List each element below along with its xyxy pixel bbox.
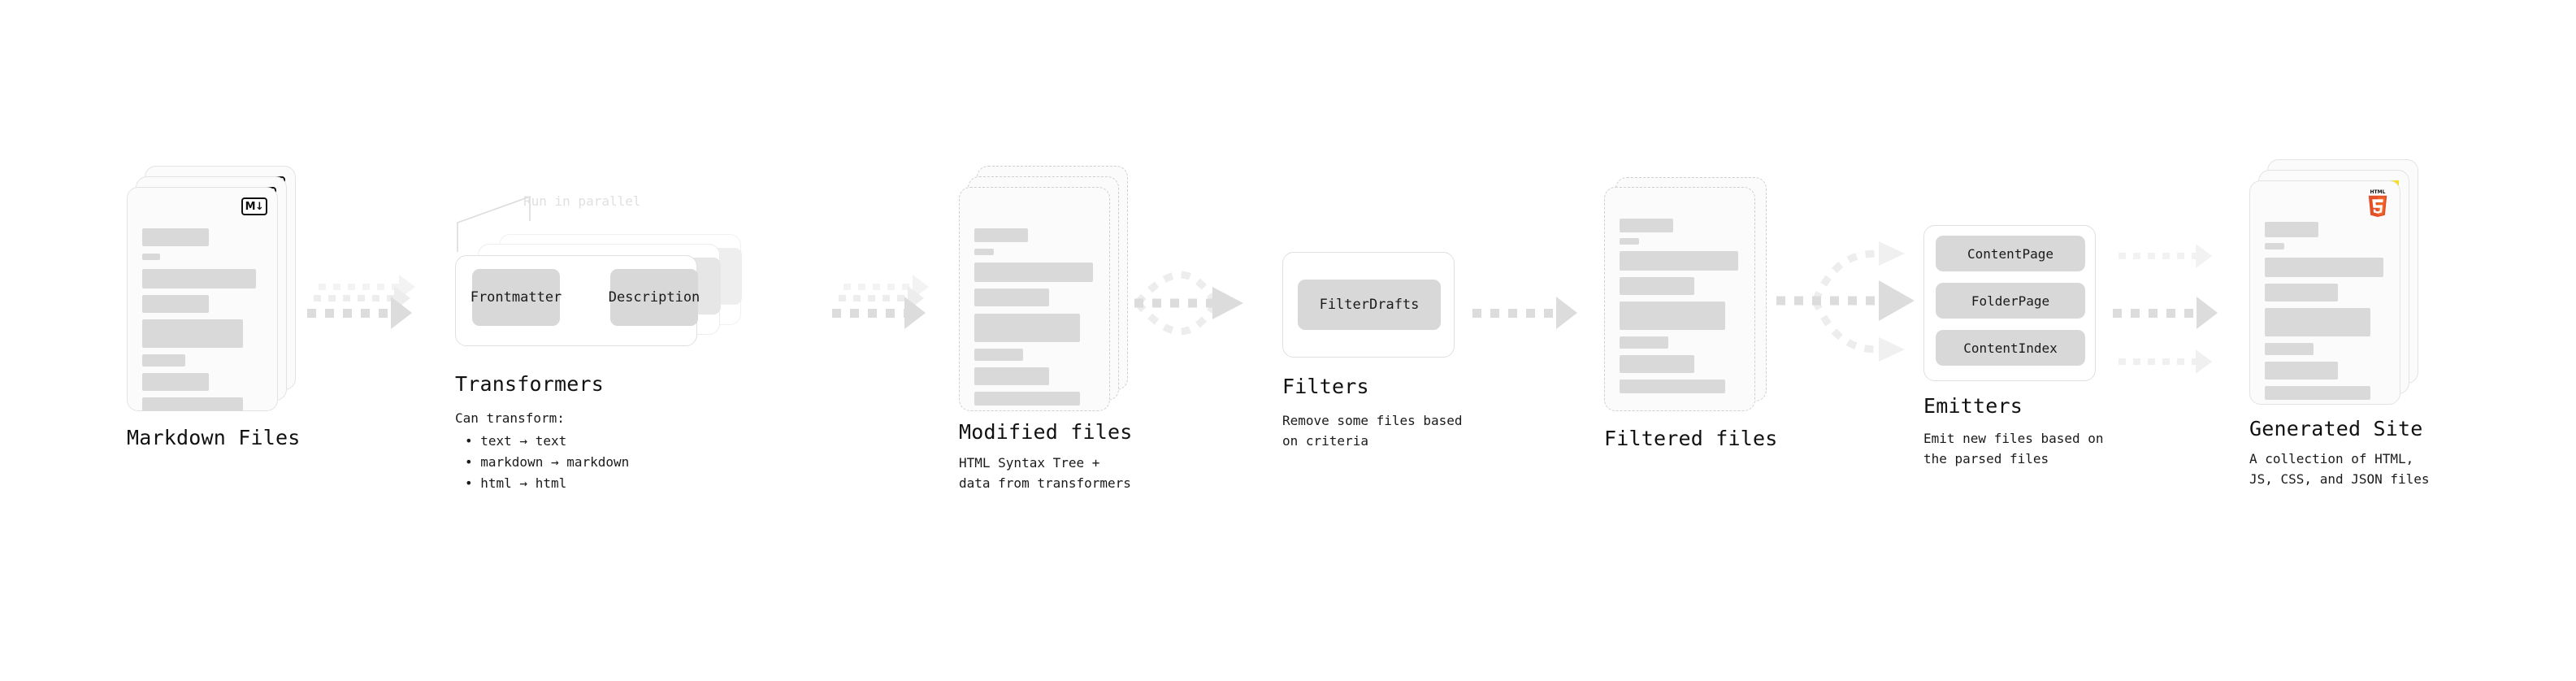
html5-badge-slot: HTML <box>2366 188 2390 220</box>
stage-subtitle-emitters: Emit new files based on the parsed files <box>1923 431 2104 466</box>
svg-text:HTML: HTML <box>2370 189 2386 195</box>
stage-subtitle-transformers: Can transform: <box>455 410 565 426</box>
skeleton-bar <box>974 249 994 255</box>
parallel-label: Run in parallel <box>523 193 641 209</box>
skeleton-bar <box>1620 238 1639 245</box>
parallel-bracket <box>457 195 531 252</box>
skeleton-bar <box>974 349 1023 361</box>
skeleton-bar <box>974 228 1028 242</box>
html5-icon: HTML <box>2368 189 2387 217</box>
transformer-capability-3: • html → html <box>465 475 567 491</box>
generated-site-stack: CSS HTML <box>2249 159 2418 405</box>
stage-subtitle-modified-files: HTML Syntax Tree + data from transformer… <box>959 455 1131 491</box>
skeleton-bar <box>2265 243 2284 249</box>
stage-subtitle-generated-site: A collection of HTML, JS, CSS, and JSON … <box>2249 451 2430 487</box>
emitters-box[interactable]: ContentPage FolderPage ContentIndex <box>1923 225 2096 381</box>
transformer-capability-1: • text → text <box>465 433 567 449</box>
stage-title-filters: Filters <box>1282 375 1369 398</box>
transformer-box-front[interactable]: Frontmatter Description <box>455 255 700 346</box>
emitter-pill-contentpage[interactable]: ContentPage <box>1936 236 2085 271</box>
skeleton-bar <box>2265 258 2383 277</box>
skeleton-bar <box>142 373 209 391</box>
skeleton-bar <box>142 354 185 367</box>
funnel-merge-arrow <box>1134 271 1243 336</box>
skeleton-bar <box>1620 219 1673 232</box>
skeleton-bar <box>1620 355 1694 373</box>
modified-doc-front <box>959 187 1110 411</box>
skeleton-bar <box>1620 251 1738 271</box>
skeleton-bar <box>1620 336 1668 349</box>
fanout-arrow-emitters <box>1776 241 1915 362</box>
stage-title-emitters: Emitters <box>1923 394 2023 418</box>
arrow-dashed <box>2113 297 2218 329</box>
skeleton-bar <box>1620 380 1725 393</box>
markdown-doc-front: M↓ <box>127 187 278 411</box>
skeleton-bar <box>142 228 209 246</box>
skeleton-bar <box>142 269 256 288</box>
transformer-capability-2: • markdown → markdown <box>465 454 630 470</box>
skeleton-bar <box>974 367 1049 385</box>
arrow-filters-to-filtered <box>1472 297 1577 329</box>
markdown-file-stack: M↓ M↓ M↓ <box>127 166 296 411</box>
markdown-icon: M↓ <box>241 197 267 215</box>
skeleton-bar <box>142 319 243 348</box>
filter-pill-filterdrafts[interactable]: FilterDrafts <box>1298 280 1441 330</box>
modified-file-stack <box>959 166 1128 411</box>
skeleton-bar <box>2265 222 2318 237</box>
transformer-pill-description[interactable]: Description <box>609 269 700 326</box>
arrow-dashed <box>307 297 412 329</box>
emitter-pill-contentindex[interactable]: ContentIndex <box>1936 330 2085 366</box>
emitter-pill-folderpage[interactable]: FolderPage <box>1936 283 2085 319</box>
transformer-pill-frontmatter[interactable]: Frontmatter <box>471 269 562 326</box>
skeleton-bar <box>142 254 160 260</box>
arrow-dashed <box>2118 244 2212 268</box>
skeleton-bar <box>2265 284 2338 301</box>
skeleton-bar <box>1620 301 1725 330</box>
skeleton-bar <box>2265 386 2370 400</box>
skeleton-bar <box>974 262 1093 282</box>
arrow-dashed <box>2118 349 2212 374</box>
skeleton-bar <box>2265 343 2314 355</box>
stage-subtitle-filters: Remove some files based on criteria <box>1282 413 1463 449</box>
arrow-dashed <box>832 297 926 329</box>
stage-title-modified-files: Modified files <box>959 420 1133 444</box>
stage-title-filtered-files: Filtered files <box>1604 427 1778 450</box>
stage-title-transformers: Transformers <box>455 372 605 396</box>
stage-title-markdown-files: Markdown Files <box>127 426 301 449</box>
filtered-file-stack <box>1604 177 1773 413</box>
filtered-doc-front <box>1604 187 1755 411</box>
skeleton-bar <box>1620 277 1694 295</box>
skeleton-bar <box>974 288 1049 306</box>
skeleton-bar <box>2265 308 2370 336</box>
skeleton-bar <box>142 397 243 411</box>
filters-box[interactable]: FilterDrafts <box>1282 252 1455 358</box>
markdown-badge-front: M↓ <box>241 197 267 215</box>
skeleton-bar <box>974 392 1080 406</box>
skeleton-bar <box>974 314 1080 342</box>
skeleton-bar <box>2265 362 2338 380</box>
generated-doc-html: HTML <box>2249 180 2400 405</box>
stage-title-generated-site: Generated Site <box>2249 417 2423 440</box>
skeleton-bar <box>142 295 209 313</box>
